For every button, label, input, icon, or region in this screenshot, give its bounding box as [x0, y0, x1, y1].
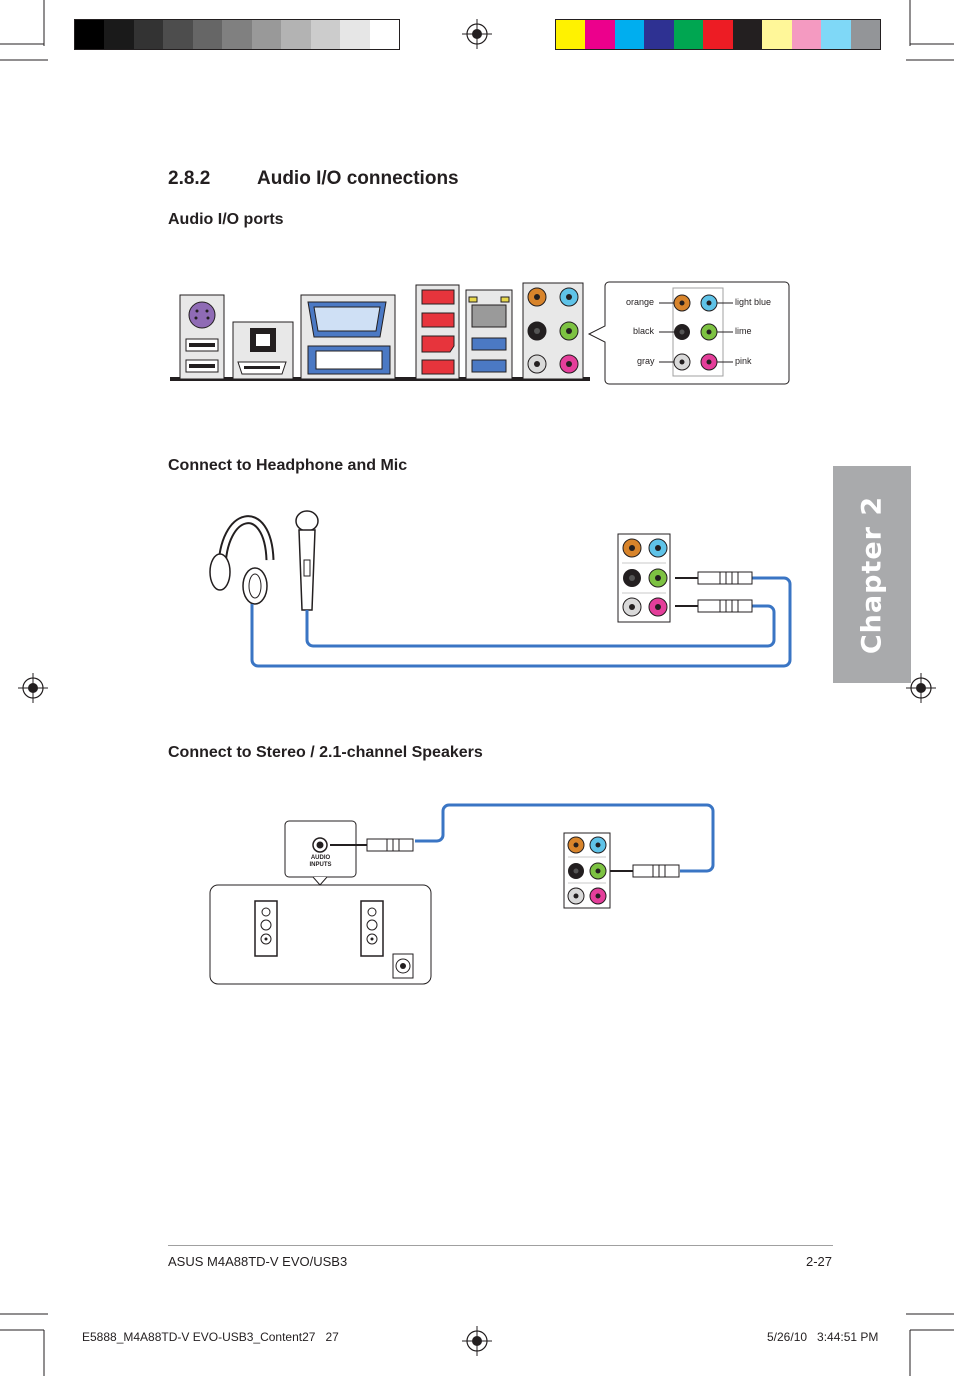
microphone-icon — [295, 510, 319, 611]
subheading-stereo-speakers: Connect to Stereo / 2.1-channel Speakers — [168, 744, 483, 761]
process-color-bar — [555, 19, 881, 50]
headphone-icon — [209, 515, 275, 605]
port-label-light-blue: light blue — [735, 297, 772, 307]
section-number: 2.8.2 — [168, 168, 211, 189]
registration-mark-left — [18, 673, 48, 703]
stereo-speakers-illustration — [209, 803, 715, 985]
slug-filename: E5888_M4A88TD-V EVO-USB3_Content27 27 — [82, 1330, 339, 1344]
headphone-mic-illustration — [209, 510, 792, 668]
rear-io-panel-illustration — [170, 282, 590, 381]
speaker-left-icon — [254, 900, 278, 957]
subheading-headphone-mic: Connect to Headphone and Mic — [168, 457, 408, 474]
speaker-right-icon — [360, 900, 384, 957]
slug-timestamp: 5/26/10 3:44:51 PM — [767, 1330, 879, 1344]
port-label-lime: lime — [735, 326, 752, 336]
audio-plug-icon — [610, 864, 680, 878]
chapter-tab-label: Chapter 2 — [856, 495, 888, 654]
registration-mark-right — [906, 673, 936, 703]
port-label-orange: orange — [626, 297, 655, 307]
subheading-audio-ports: Audio I/O ports — [168, 211, 284, 228]
footer-page-number: 2-27 — [806, 1254, 833, 1269]
section-title: Audio I/O connections — [257, 168, 459, 189]
port-label-black: black — [633, 326, 655, 336]
subwoofer-icon — [392, 953, 414, 979]
audio-inputs-label: AUDIO INPUTS — [285, 855, 356, 869]
chapter-tab: Chapter 2 — [833, 466, 911, 683]
audio-inputs-label-line1: AUDIO — [310, 855, 331, 861]
audio-inputs-label-line2: INPUTS — [309, 862, 332, 868]
grayscale-color-bar — [74, 19, 400, 50]
footer-product: ASUS M4A88TD-V EVO/USB3 — [168, 1254, 348, 1269]
port-label-gray: gray — [637, 356, 655, 366]
port-label-pink: pink — [735, 356, 752, 366]
audio-port-callout — [587, 281, 790, 385]
footer-rule — [168, 1245, 833, 1246]
audio-plug-icon — [330, 838, 414, 852]
audio-plug-icon — [675, 571, 753, 585]
audio-plug-icon — [675, 599, 753, 613]
registration-mark-bottom — [462, 1326, 492, 1356]
registration-mark-top — [462, 19, 492, 49]
